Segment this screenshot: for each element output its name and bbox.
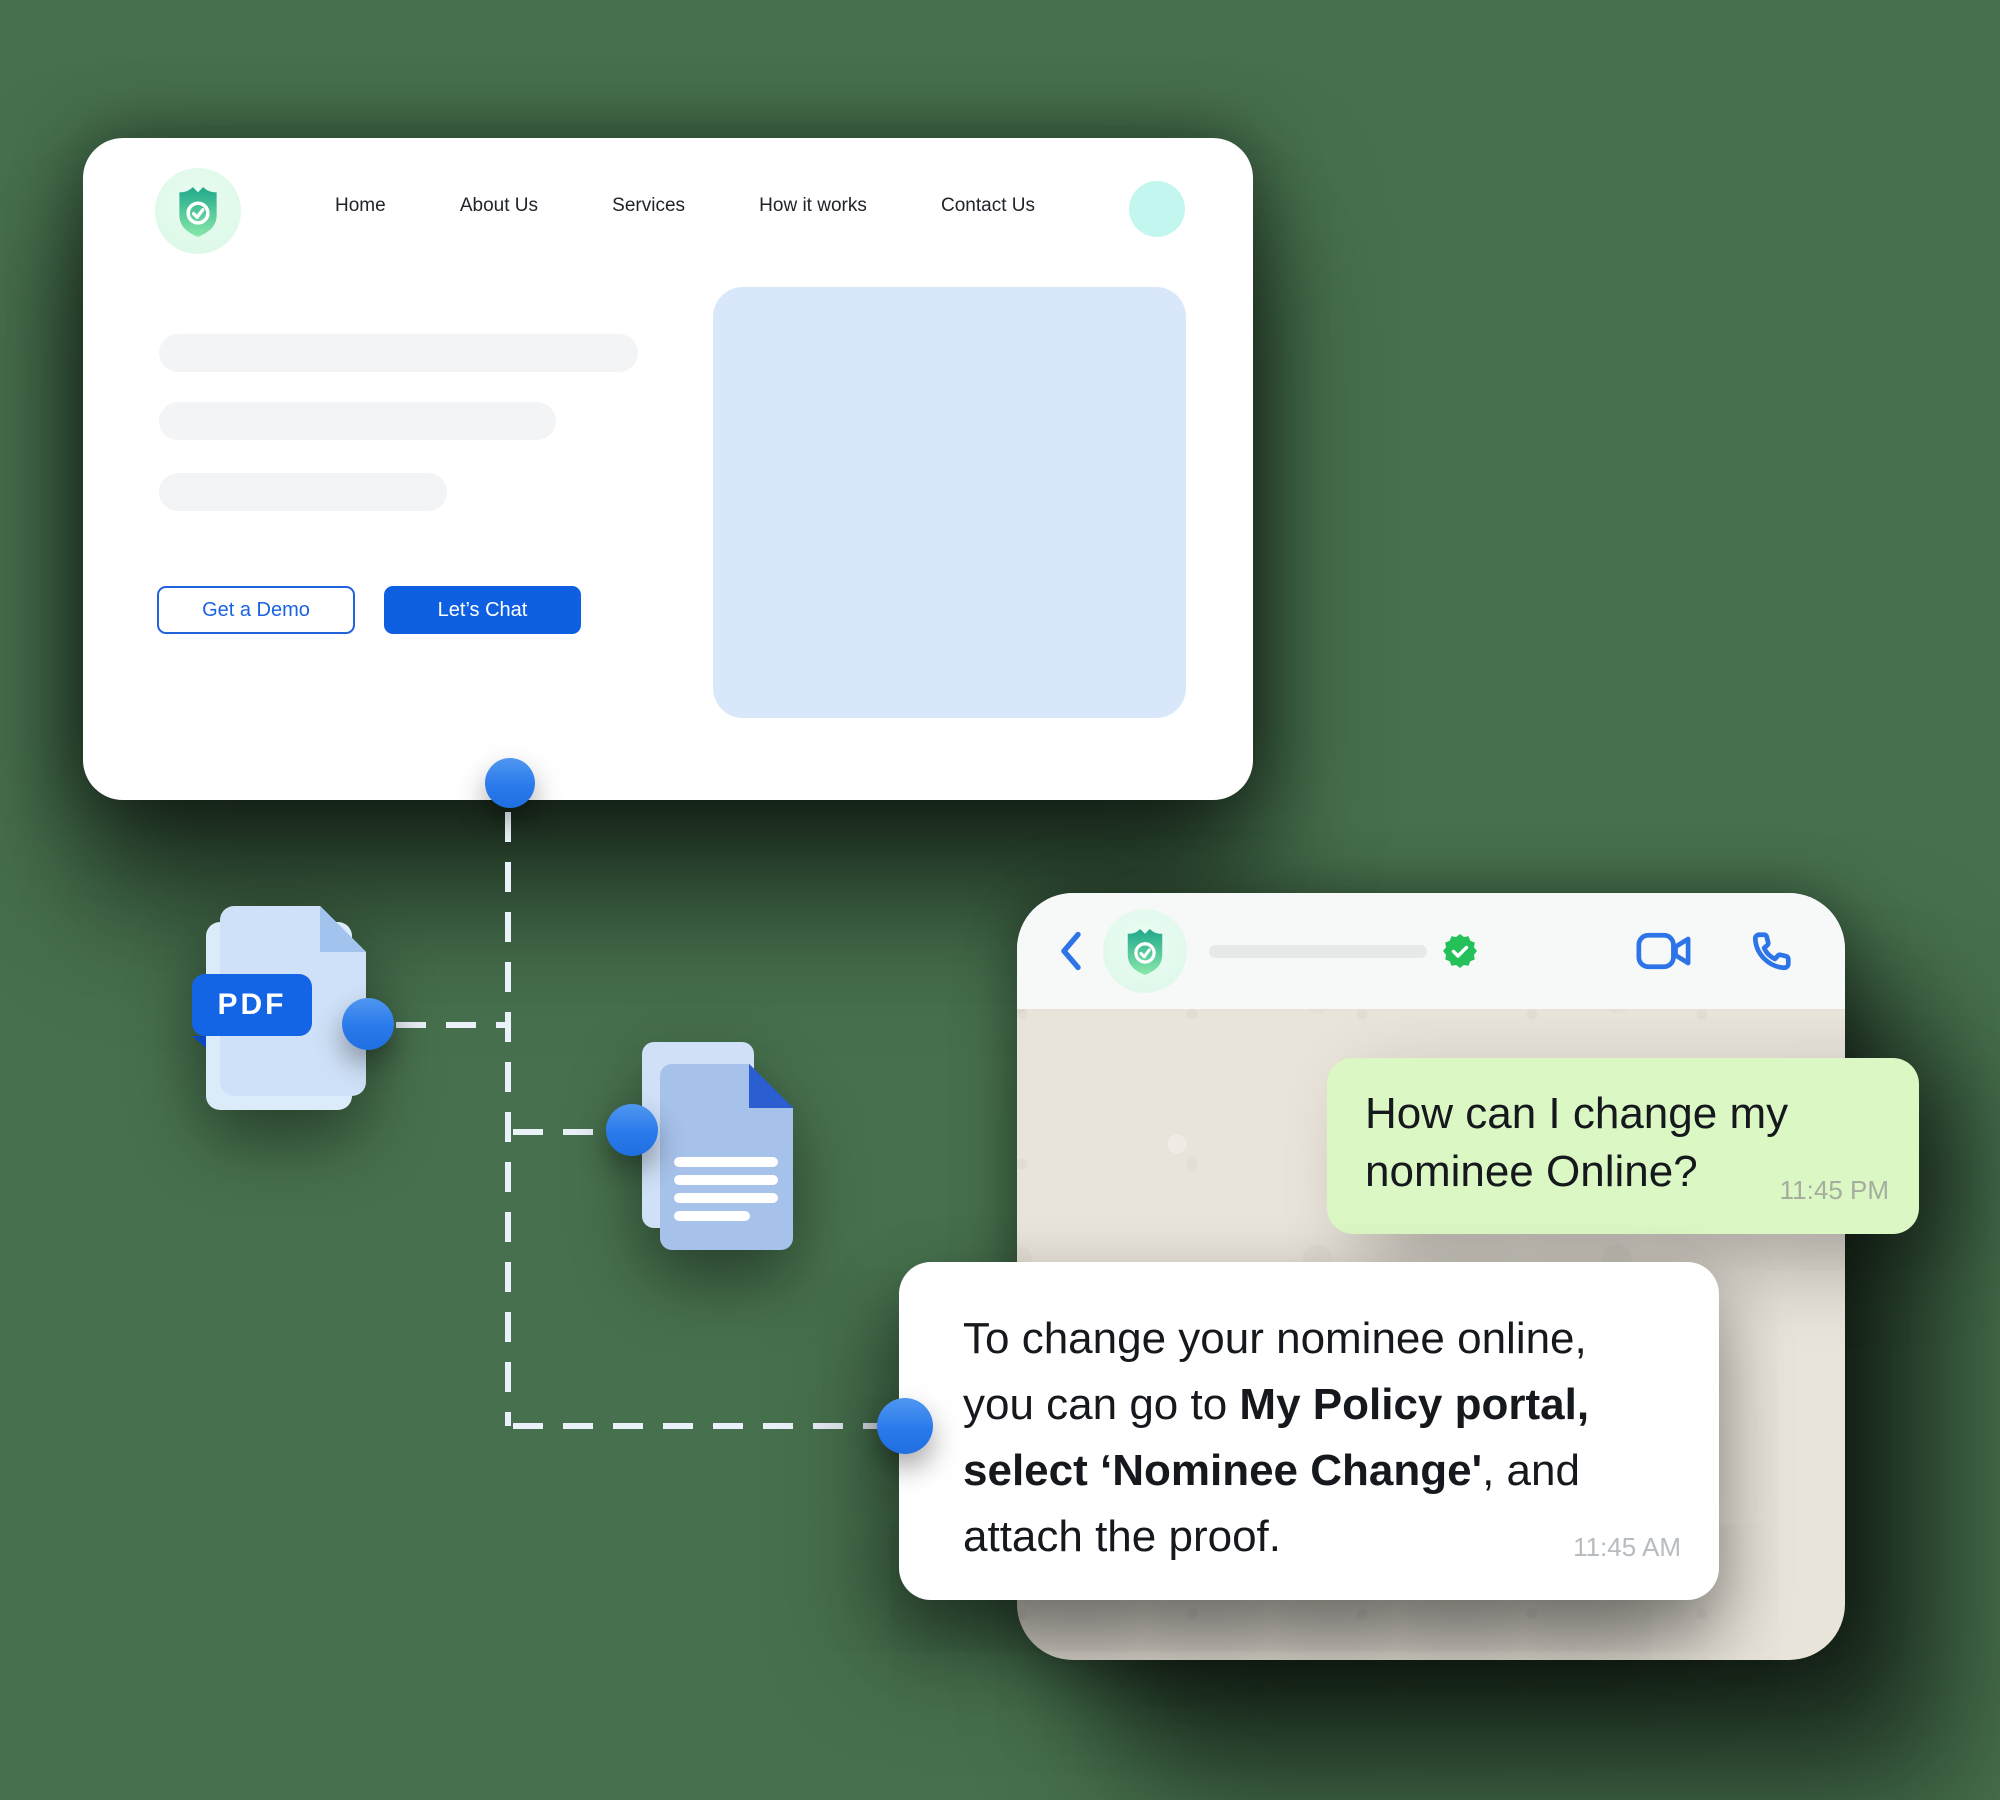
hero-image-placeholder	[713, 287, 1186, 718]
connector-line-to-docs	[513, 1129, 611, 1135]
documents-icon	[642, 1042, 802, 1254]
pdf-folded-corner	[320, 906, 366, 952]
get-a-demo-button[interactable]: Get a Demo	[157, 586, 355, 634]
back-chevron-icon[interactable]	[1059, 931, 1083, 971]
nav-item-contact[interactable]: Contact Us	[941, 195, 1035, 216]
document-text-line	[674, 1193, 778, 1203]
connector-dot	[877, 1398, 933, 1454]
connector-line-vertical	[505, 812, 511, 1426]
document-folded-corner	[749, 1064, 793, 1108]
document-text-line	[674, 1175, 778, 1185]
chat-header-actions	[1635, 929, 1793, 973]
website-mockup-card: Home About Us Services How it works Cont…	[83, 138, 1253, 800]
video-call-icon[interactable]	[1635, 929, 1693, 973]
reply-message-text: To change your nominee online, you can g…	[963, 1314, 1590, 1561]
headline-placeholder	[159, 334, 638, 372]
document-text-line	[674, 1211, 750, 1221]
brand-logo	[155, 168, 241, 254]
reply-message-time: 11:45 AM	[1573, 1532, 1681, 1562]
shield-check-icon	[1127, 928, 1163, 975]
chat-contact-avatar[interactable]	[1103, 909, 1187, 993]
shield-check-icon	[179, 187, 217, 237]
connector-dot	[606, 1104, 658, 1156]
connector-dot	[342, 998, 394, 1050]
contact-name-placeholder	[1209, 944, 1427, 958]
site-navigation: Home About Us Services How it works Cont…	[335, 192, 1035, 220]
voice-call-icon[interactable]	[1749, 929, 1793, 973]
pdf-badge-label: PDF	[192, 974, 312, 1036]
nav-item-services[interactable]: Services	[612, 195, 686, 216]
connector-line-to-bubble	[513, 1423, 885, 1429]
lets-chat-button[interactable]: Let’s Chat	[384, 586, 581, 634]
incoming-message-time: 11:45 PM	[1779, 1175, 1889, 1205]
user-avatar[interactable]	[1129, 181, 1185, 237]
pdf-file-icon: PDF	[192, 906, 386, 1116]
pdf-badge-wrap	[192, 1036, 206, 1048]
verified-badge-icon	[1443, 934, 1477, 968]
incoming-message-text: How can I change my nominee Online?	[1365, 1089, 1789, 1196]
text-placeholder	[159, 402, 556, 440]
connector-dot	[485, 758, 535, 808]
chat-header	[1017, 893, 1845, 1009]
document-text-line	[674, 1157, 778, 1167]
nav-item-home[interactable]: Home	[335, 195, 386, 216]
text-placeholder	[159, 473, 447, 511]
incoming-message-bubble: How can I change my nominee Online? 11:4…	[1327, 1058, 1919, 1234]
connector-line-to-pdf	[396, 1022, 508, 1028]
reply-message-bubble: To change your nominee online, you can g…	[899, 1262, 1719, 1600]
nav-item-how-it-works[interactable]: How it works	[759, 195, 867, 216]
nav-item-about[interactable]: About Us	[459, 195, 538, 216]
